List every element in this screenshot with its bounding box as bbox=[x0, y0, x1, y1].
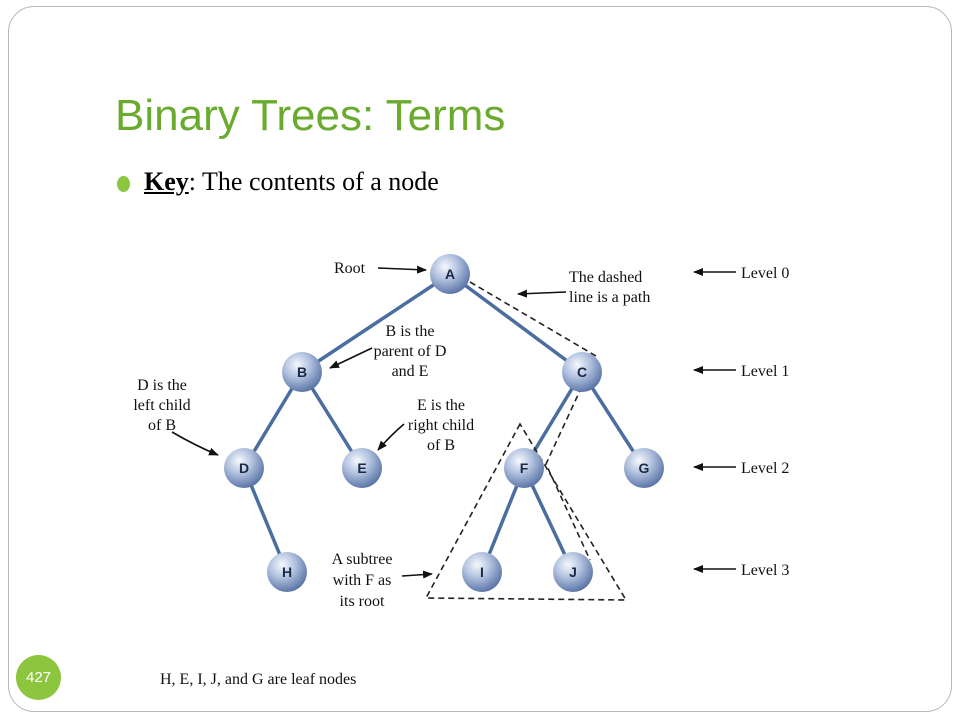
path-label-line1: The dashed bbox=[569, 269, 642, 286]
svg-text:J: J bbox=[569, 564, 577, 580]
edge-a-c bbox=[448, 272, 584, 374]
subtree-label-line3: its root bbox=[340, 593, 385, 610]
svg-text:H: H bbox=[282, 564, 292, 580]
bullet-text: Key: The contents of a node bbox=[144, 167, 439, 197]
path-arrow bbox=[517, 289, 567, 298]
slide-frame: Binary Trees: Terms Key: The contents of… bbox=[8, 6, 952, 712]
bullet-term: Key bbox=[144, 167, 189, 196]
node-i: I bbox=[462, 552, 502, 592]
parent-label-line2: parent of D bbox=[374, 343, 447, 360]
svg-text:E: E bbox=[357, 460, 366, 476]
svg-text:A: A bbox=[445, 266, 455, 282]
bullet-item: Key: The contents of a node bbox=[117, 167, 439, 197]
svg-text:I: I bbox=[480, 564, 484, 580]
svg-text:B: B bbox=[297, 364, 307, 380]
leftchild-label-line3: of B bbox=[148, 417, 176, 434]
node-g: G bbox=[624, 448, 664, 488]
parent-label-line3: and E bbox=[392, 363, 429, 380]
level1-label: Level 1 bbox=[741, 363, 789, 380]
leaf-nodes-label: H, E, I, J, and G are leaf nodes bbox=[160, 671, 356, 688]
node-j: J bbox=[553, 552, 593, 592]
node-e: E bbox=[342, 448, 382, 488]
level3-label: Level 3 bbox=[741, 562, 789, 579]
level2-label: Level 2 bbox=[741, 460, 789, 477]
slide-title: Binary Trees: Terms bbox=[115, 91, 506, 140]
parent-label-line1: B is the bbox=[386, 323, 435, 340]
rightchild-label-line1: E is the bbox=[417, 397, 465, 414]
subtree-triangle bbox=[424, 422, 628, 601]
svg-text:F: F bbox=[520, 460, 529, 476]
subtree-label-line2: with F as bbox=[333, 572, 392, 589]
svg-text:G: G bbox=[639, 460, 650, 476]
page-number-badge: 427 bbox=[16, 655, 61, 700]
node-b: B bbox=[282, 352, 322, 392]
node-c: C bbox=[562, 352, 602, 392]
bullet-icon bbox=[117, 176, 130, 192]
root-label: Root bbox=[334, 260, 366, 277]
level0-label: Level 0 bbox=[741, 265, 789, 282]
rightchild-label-line3: of B bbox=[427, 437, 455, 454]
node-a: A bbox=[430, 254, 470, 294]
bullet-definition: : The contents of a node bbox=[188, 167, 439, 196]
node-f: F bbox=[504, 448, 544, 488]
parent-arrow bbox=[329, 347, 373, 369]
rightchild-arrow bbox=[377, 423, 405, 451]
path-label-line2: line is a path bbox=[569, 289, 650, 306]
node-d: D bbox=[224, 448, 264, 488]
node-h: H bbox=[267, 552, 307, 592]
subtree-label-line1: A subtree bbox=[332, 551, 393, 568]
rightchild-label-line2: right child bbox=[408, 417, 474, 434]
leftchild-label-line2: left child bbox=[133, 397, 190, 414]
root-arrow bbox=[377, 265, 427, 274]
leftchild-arrow bbox=[171, 431, 219, 456]
leftchild-label-line1: D is the bbox=[137, 377, 187, 394]
svg-text:C: C bbox=[577, 364, 587, 380]
dashed-path bbox=[469, 281, 598, 561]
edge-a-b bbox=[300, 272, 452, 374]
subtree-arrow bbox=[401, 570, 433, 579]
svg-text:D: D bbox=[239, 460, 249, 476]
